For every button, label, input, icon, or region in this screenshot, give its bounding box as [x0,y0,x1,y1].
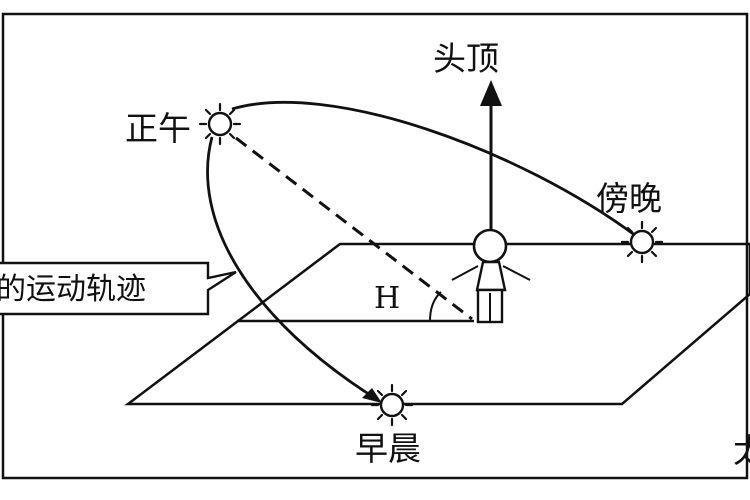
corner-partial-label: 太 [733,431,750,470]
frame-border [1,12,749,480]
trajectory-label: 的运动轨迹 [0,272,146,307]
trajectory-callout-box [0,261,237,316]
arrow-up-icon [480,80,502,106]
sun-icon [620,220,664,264]
sun-ray-dashed [235,136,473,321]
sun-trajectory-upper [231,101,637,238]
ground-plane [124,242,750,406]
evening-label: 傍晚 [596,179,662,218]
altitude-angle-label: H [374,281,400,316]
trajectory-arrowhead [362,388,382,403]
sun-trajectory-lower [206,136,379,402]
zenith-label: 头顶 [433,39,499,78]
altitude-angle-arc [429,291,442,322]
person-icon [451,228,531,324]
noon-label: 正午 [125,109,191,148]
morning-label: 早晨 [355,429,421,468]
sun-icon [198,102,242,146]
sun-icon [370,383,414,427]
